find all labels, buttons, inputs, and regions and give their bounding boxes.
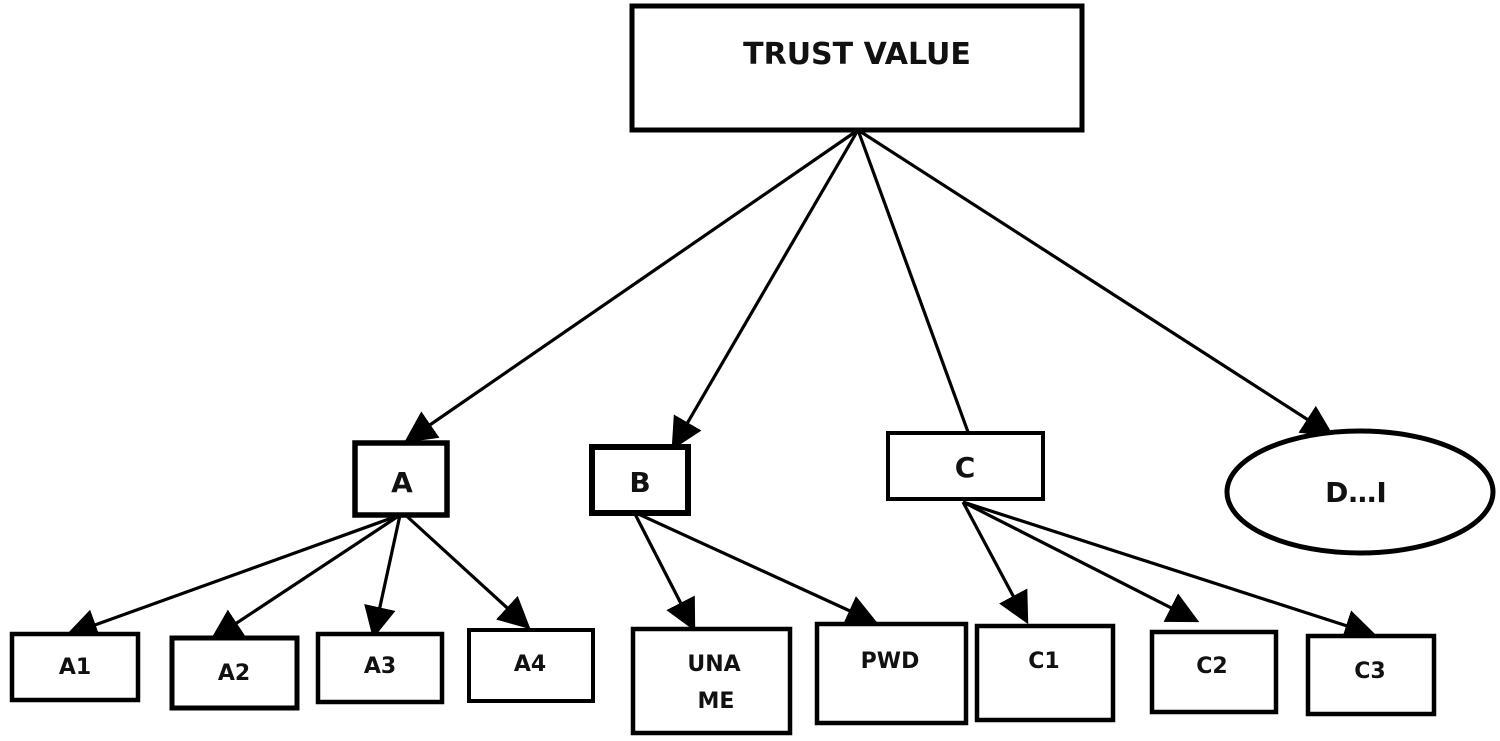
- edge-c-to-c1: [961, 501, 1029, 625]
- edges-c: [961, 500, 1377, 641]
- node-c2: C2: [1149, 629, 1279, 715]
- node-a1-box: [9, 631, 141, 703]
- node-b-label: B: [629, 466, 650, 499]
- node-c1-label: C1: [1028, 649, 1059, 674]
- node-uname-label-line1: UNA: [687, 652, 740, 677]
- node-a2-label: A2: [218, 661, 250, 686]
- node-root: TRUST VALUE: [629, 3, 1085, 133]
- edge-root-to-d: [857, 128, 1335, 437]
- node-a4: A4: [467, 628, 595, 703]
- node-c: C: [886, 431, 1045, 501]
- edge-root-to-a: [404, 128, 859, 443]
- node-a1-label: A1: [59, 655, 91, 680]
- node-pwd-box: [814, 621, 969, 726]
- edge-a-to-a4: [398, 508, 531, 630]
- node-c1: C1: [974, 623, 1116, 723]
- node-d-ellipse: [1224, 428, 1496, 556]
- node-d: D…I: [1224, 428, 1496, 556]
- node-b: B: [589, 444, 691, 516]
- node-c2-label: C2: [1196, 654, 1227, 679]
- node-a3-box: [315, 631, 445, 705]
- node-uname-label-line2: ME: [698, 689, 735, 714]
- node-c3: C3: [1305, 633, 1437, 717]
- node-b-box: [589, 444, 691, 516]
- node-a4-box: [467, 628, 595, 703]
- node-a2: A2: [169, 635, 300, 711]
- node-uname: UNA ME: [630, 626, 793, 736]
- edge-a-to-a2: [209, 513, 401, 641]
- node-a-label: A: [391, 466, 413, 499]
- node-c1-box: [974, 623, 1116, 723]
- node-c2-box: [1149, 629, 1279, 715]
- edge-c-to-c3: [962, 500, 1377, 641]
- edge-b-to-uname: [632, 511, 696, 632]
- node-c-box: [886, 431, 1045, 501]
- node-a3-label: A3: [364, 654, 396, 679]
- edges-root: [404, 128, 1335, 451]
- edge-a-to-a1: [65, 513, 401, 640]
- edges-a: [65, 508, 531, 641]
- node-c3-label: C3: [1354, 659, 1385, 684]
- edge-b-to-pwd: [633, 510, 879, 626]
- node-c-label: C: [955, 451, 976, 484]
- node-a3: A3: [315, 631, 445, 705]
- edge-root-to-c: [856, 129, 970, 433]
- edge-c-to-c2: [962, 500, 1200, 623]
- node-root-label: TRUST VALUE: [743, 37, 971, 72]
- node-c3-box: [1305, 633, 1437, 717]
- node-d-label: D…I: [1325, 476, 1387, 509]
- edge-a-to-a3: [364, 514, 402, 639]
- node-a: A: [352, 440, 450, 518]
- node-root-box: [629, 3, 1085, 133]
- node-pwd: PWD: [814, 621, 969, 726]
- node-pwd-label: PWD: [861, 649, 920, 674]
- node-a2-box: [169, 635, 300, 711]
- edges-b: [632, 510, 879, 632]
- node-uname-box: [630, 626, 793, 736]
- node-a4-label: A4: [514, 652, 546, 677]
- node-a-box: [352, 440, 450, 518]
- node-a1: A1: [9, 631, 141, 703]
- edge-root-to-b: [671, 129, 860, 451]
